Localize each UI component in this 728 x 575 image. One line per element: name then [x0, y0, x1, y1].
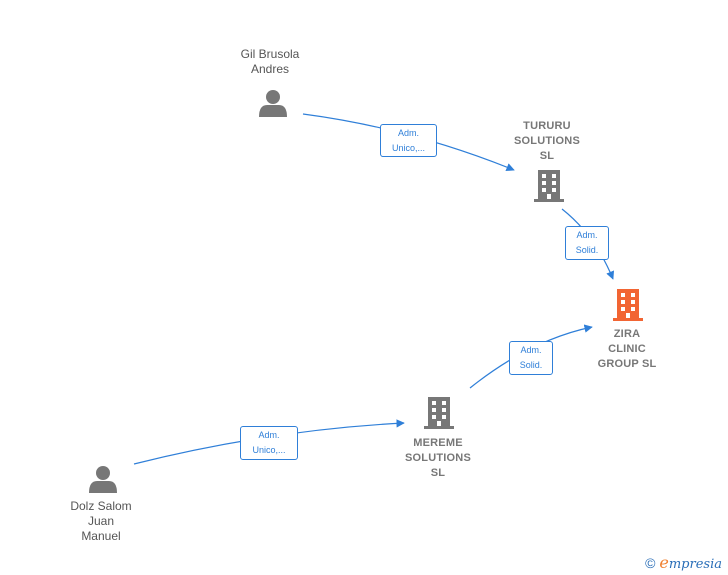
- brand-logo[interactable]: empresia: [659, 553, 722, 572]
- node-label-zira[interactable]: ZIRA CLINIC GROUP SL: [597, 328, 657, 370]
- person-icon[interactable]: [89, 466, 117, 493]
- node-label-dolz-salom[interactable]: Dolz Salom Juan Manuel: [70, 499, 132, 543]
- node-label-gil-brusola[interactable]: Gil Brusola Andres: [240, 47, 300, 76]
- relation-label-mereme-to-zira[interactable]: Adm. Solid.: [509, 341, 553, 375]
- person-icon[interactable]: [259, 90, 287, 117]
- brand-name: mpresia: [668, 557, 722, 572]
- relation-label-dolz-to-mereme[interactable]: Adm. Unico,...: [240, 426, 298, 460]
- brand-initial: e: [659, 553, 669, 572]
- building-icon[interactable]: [534, 170, 564, 202]
- relation-label-gil-to-tururu[interactable]: Adm. Unico,...: [380, 124, 437, 157]
- footer-brand: © empresia: [645, 553, 722, 572]
- relation-label-tururu-to-zira[interactable]: Adm. Solid.: [565, 226, 609, 260]
- copyright-icon: ©: [645, 554, 656, 571]
- building-icon[interactable]: [424, 397, 454, 429]
- node-label-mereme[interactable]: MEREME SOLUTIONS SL: [405, 437, 471, 479]
- node-label-tururu[interactable]: TURURU SOLUTIONS SL: [514, 120, 580, 162]
- building-icon[interactable]: [613, 289, 643, 321]
